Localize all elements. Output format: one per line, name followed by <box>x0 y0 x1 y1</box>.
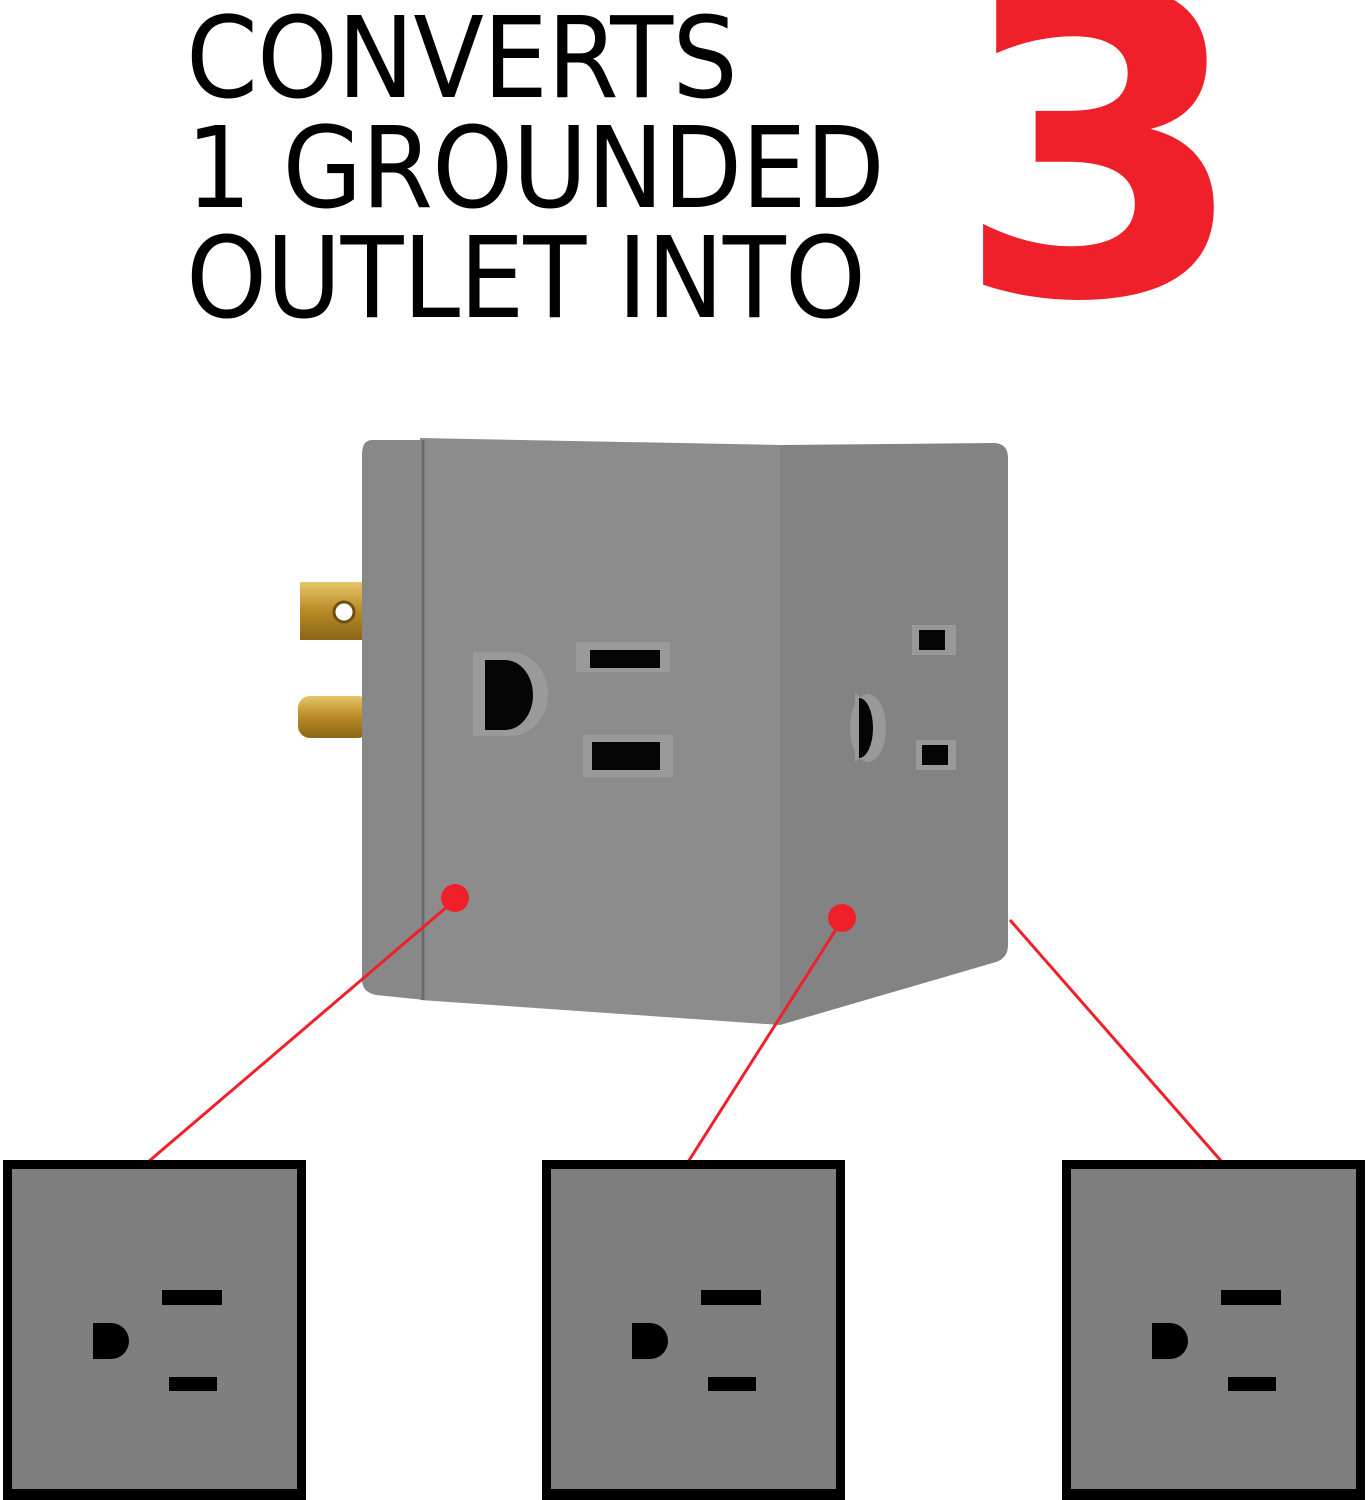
side-outlet <box>850 625 956 770</box>
outlet-diagram-2 <box>542 1160 845 1500</box>
callout-lines <box>147 898 1224 1164</box>
headline-line-1: CONVERTS <box>186 0 738 124</box>
callout-dot-front <box>441 884 469 912</box>
front-outlet <box>473 642 673 777</box>
cube-adapter <box>362 438 1008 1025</box>
callout-dot-side <box>828 904 856 932</box>
outlet-diagram-3 <box>1062 1160 1365 1500</box>
headline-line-3: OUTLET INTO <box>186 214 866 344</box>
outlet-diagram-1 <box>3 1160 306 1500</box>
headline-line-2: 1 GROUNDED <box>186 104 885 234</box>
outlet-count-number: 3 <box>955 0 1248 394</box>
headline: CONVERTS 1 GROUNDED OUTLET INTO <box>186 0 926 344</box>
plug-prongs <box>298 582 370 738</box>
